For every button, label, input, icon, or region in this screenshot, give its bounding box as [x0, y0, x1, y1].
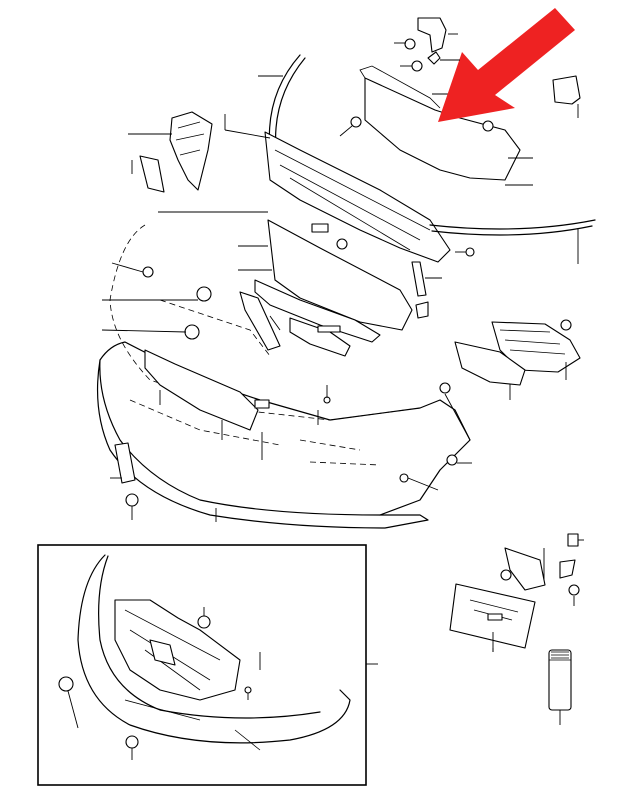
right-trim-strip — [429, 219, 596, 230]
inset-bumper-assembly — [77, 554, 351, 751]
license-plate-bracket — [449, 533, 580, 649]
main-grille-mesh — [267, 219, 413, 331]
right-upper-clip — [552, 75, 581, 118]
left-bumper-bracket — [128, 111, 213, 193]
bumper-reinforcement-frame — [264, 131, 451, 263]
bumper-upper-outline — [109, 224, 421, 421]
touch-up-paint-bottle — [548, 649, 572, 725]
inset-frame — [37, 544, 367, 786]
right-fog-grille — [454, 319, 581, 386]
highlight-arrow — [438, 8, 575, 122]
lower-grille-strip — [239, 279, 381, 357]
top-bracket — [394, 17, 460, 72]
side-bracket — [114, 442, 136, 484]
front-bumper-cover — [96, 341, 471, 529]
